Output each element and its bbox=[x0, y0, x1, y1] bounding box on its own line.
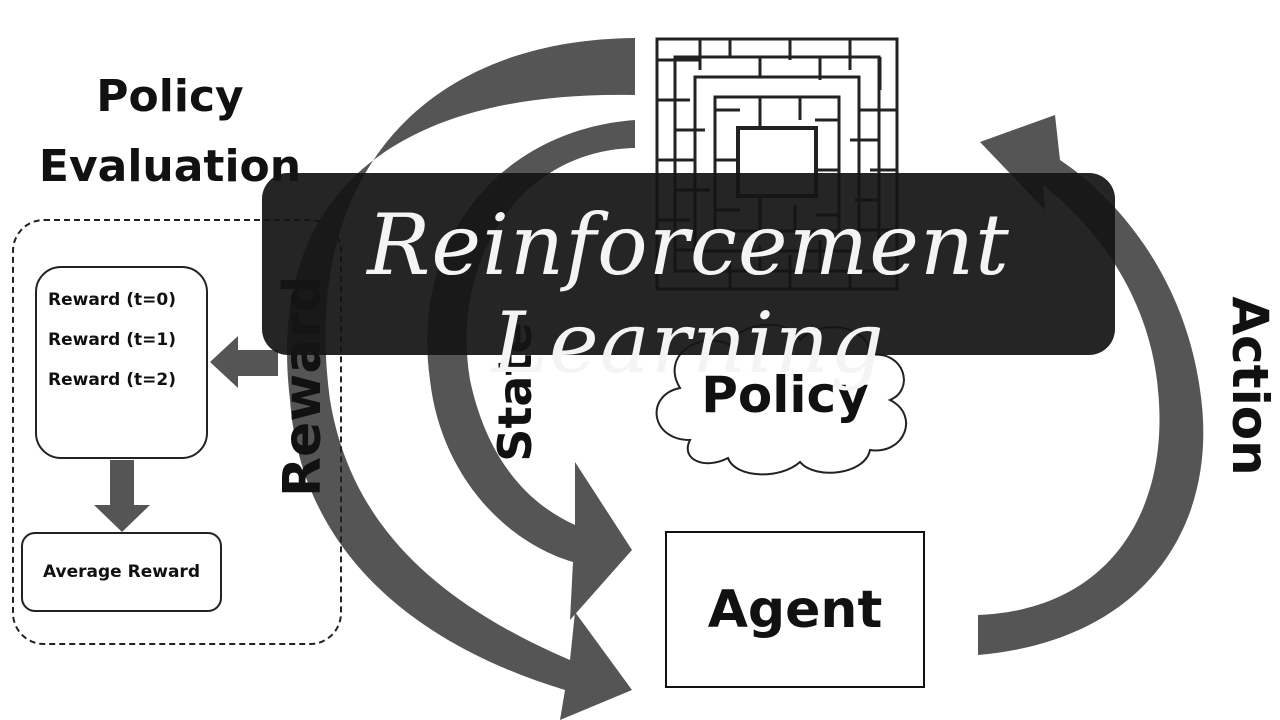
agent-box: Agent bbox=[665, 531, 925, 688]
average-reward-label: Average Reward bbox=[43, 562, 200, 582]
policy-evaluation-box bbox=[12, 219, 342, 645]
average-reward-box: Average Reward bbox=[21, 532, 222, 612]
policy-evaluation-title-line2: Evaluation bbox=[38, 141, 302, 192]
reward-input-arrow bbox=[210, 336, 278, 388]
action-arrow bbox=[978, 115, 1204, 655]
outer-left-arc-arrow bbox=[287, 38, 635, 720]
action-label: Action bbox=[1221, 296, 1279, 476]
reward-list bbox=[35, 266, 208, 459]
policy-label: Policy bbox=[701, 366, 869, 424]
average-down-arrow bbox=[94, 460, 150, 532]
banner-title: Reinforcement Learning bbox=[367, 196, 1010, 392]
reward-item-t2: Reward (t=2) bbox=[48, 370, 177, 390]
title-banner bbox=[262, 173, 1115, 355]
reward-item-t0: Reward (t=0) bbox=[48, 290, 177, 310]
policy-evaluation-title: Policy Evaluation bbox=[10, 62, 330, 202]
reward-item-t1: Reward (t=1) bbox=[48, 330, 177, 350]
agent-label: Agent bbox=[707, 579, 883, 640]
policy-evaluation-title-line1: Policy bbox=[96, 71, 244, 122]
